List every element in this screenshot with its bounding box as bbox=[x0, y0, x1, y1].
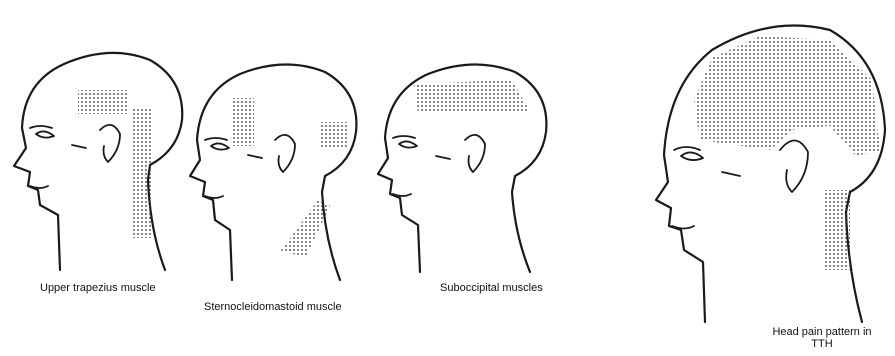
caption-tth-line1: Head pain pattern in bbox=[752, 326, 892, 338]
pain-area-forehead bbox=[232, 98, 254, 146]
caption-suboccipital: Suboccipital muscles bbox=[440, 282, 543, 294]
pain-area-neck-back bbox=[132, 108, 152, 238]
pain-area-occiput bbox=[320, 122, 348, 148]
caption-tth-line2: TTH bbox=[752, 338, 892, 350]
head-figure-2 bbox=[190, 64, 356, 280]
caption-upper-trapezius: Upper trapezius muscle bbox=[40, 282, 156, 294]
pain-area-temple bbox=[78, 90, 128, 114]
head-figure-1 bbox=[14, 53, 182, 270]
caption-tth-pattern: Head pain pattern in TTH bbox=[752, 326, 892, 350]
head-figure-4 bbox=[656, 26, 885, 323]
pain-area-neck bbox=[824, 190, 850, 270]
pain-area-crown bbox=[414, 80, 530, 112]
head-figure-3 bbox=[378, 64, 546, 272]
caption-sternocleidomastoid: Sternocleidomastoid muscle bbox=[204, 301, 342, 313]
